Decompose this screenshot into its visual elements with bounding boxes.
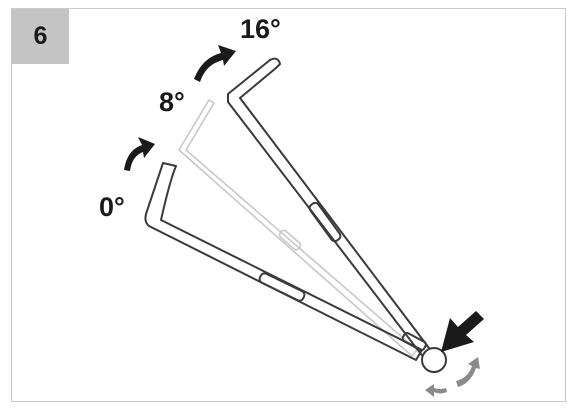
press-arrow-icon	[441, 311, 484, 352]
step-badge: 6	[12, 9, 69, 64]
handle-0-degree	[144, 162, 427, 361]
handle-8-degree	[178, 99, 418, 357]
pivot-ring	[421, 347, 447, 373]
step-number: 6	[33, 22, 48, 50]
handle-16-degree	[227, 57, 433, 359]
rotate-cycle-icon	[425, 357, 480, 397]
rotate-arrow-icon	[124, 137, 155, 171]
angle-label-8: 8°	[159, 87, 185, 117]
illustration-frame	[11, 8, 566, 402]
angle-label-0: 0°	[99, 192, 125, 222]
rotate-arrow-icon	[194, 45, 236, 82]
angle-label-16: 16°	[240, 14, 281, 44]
